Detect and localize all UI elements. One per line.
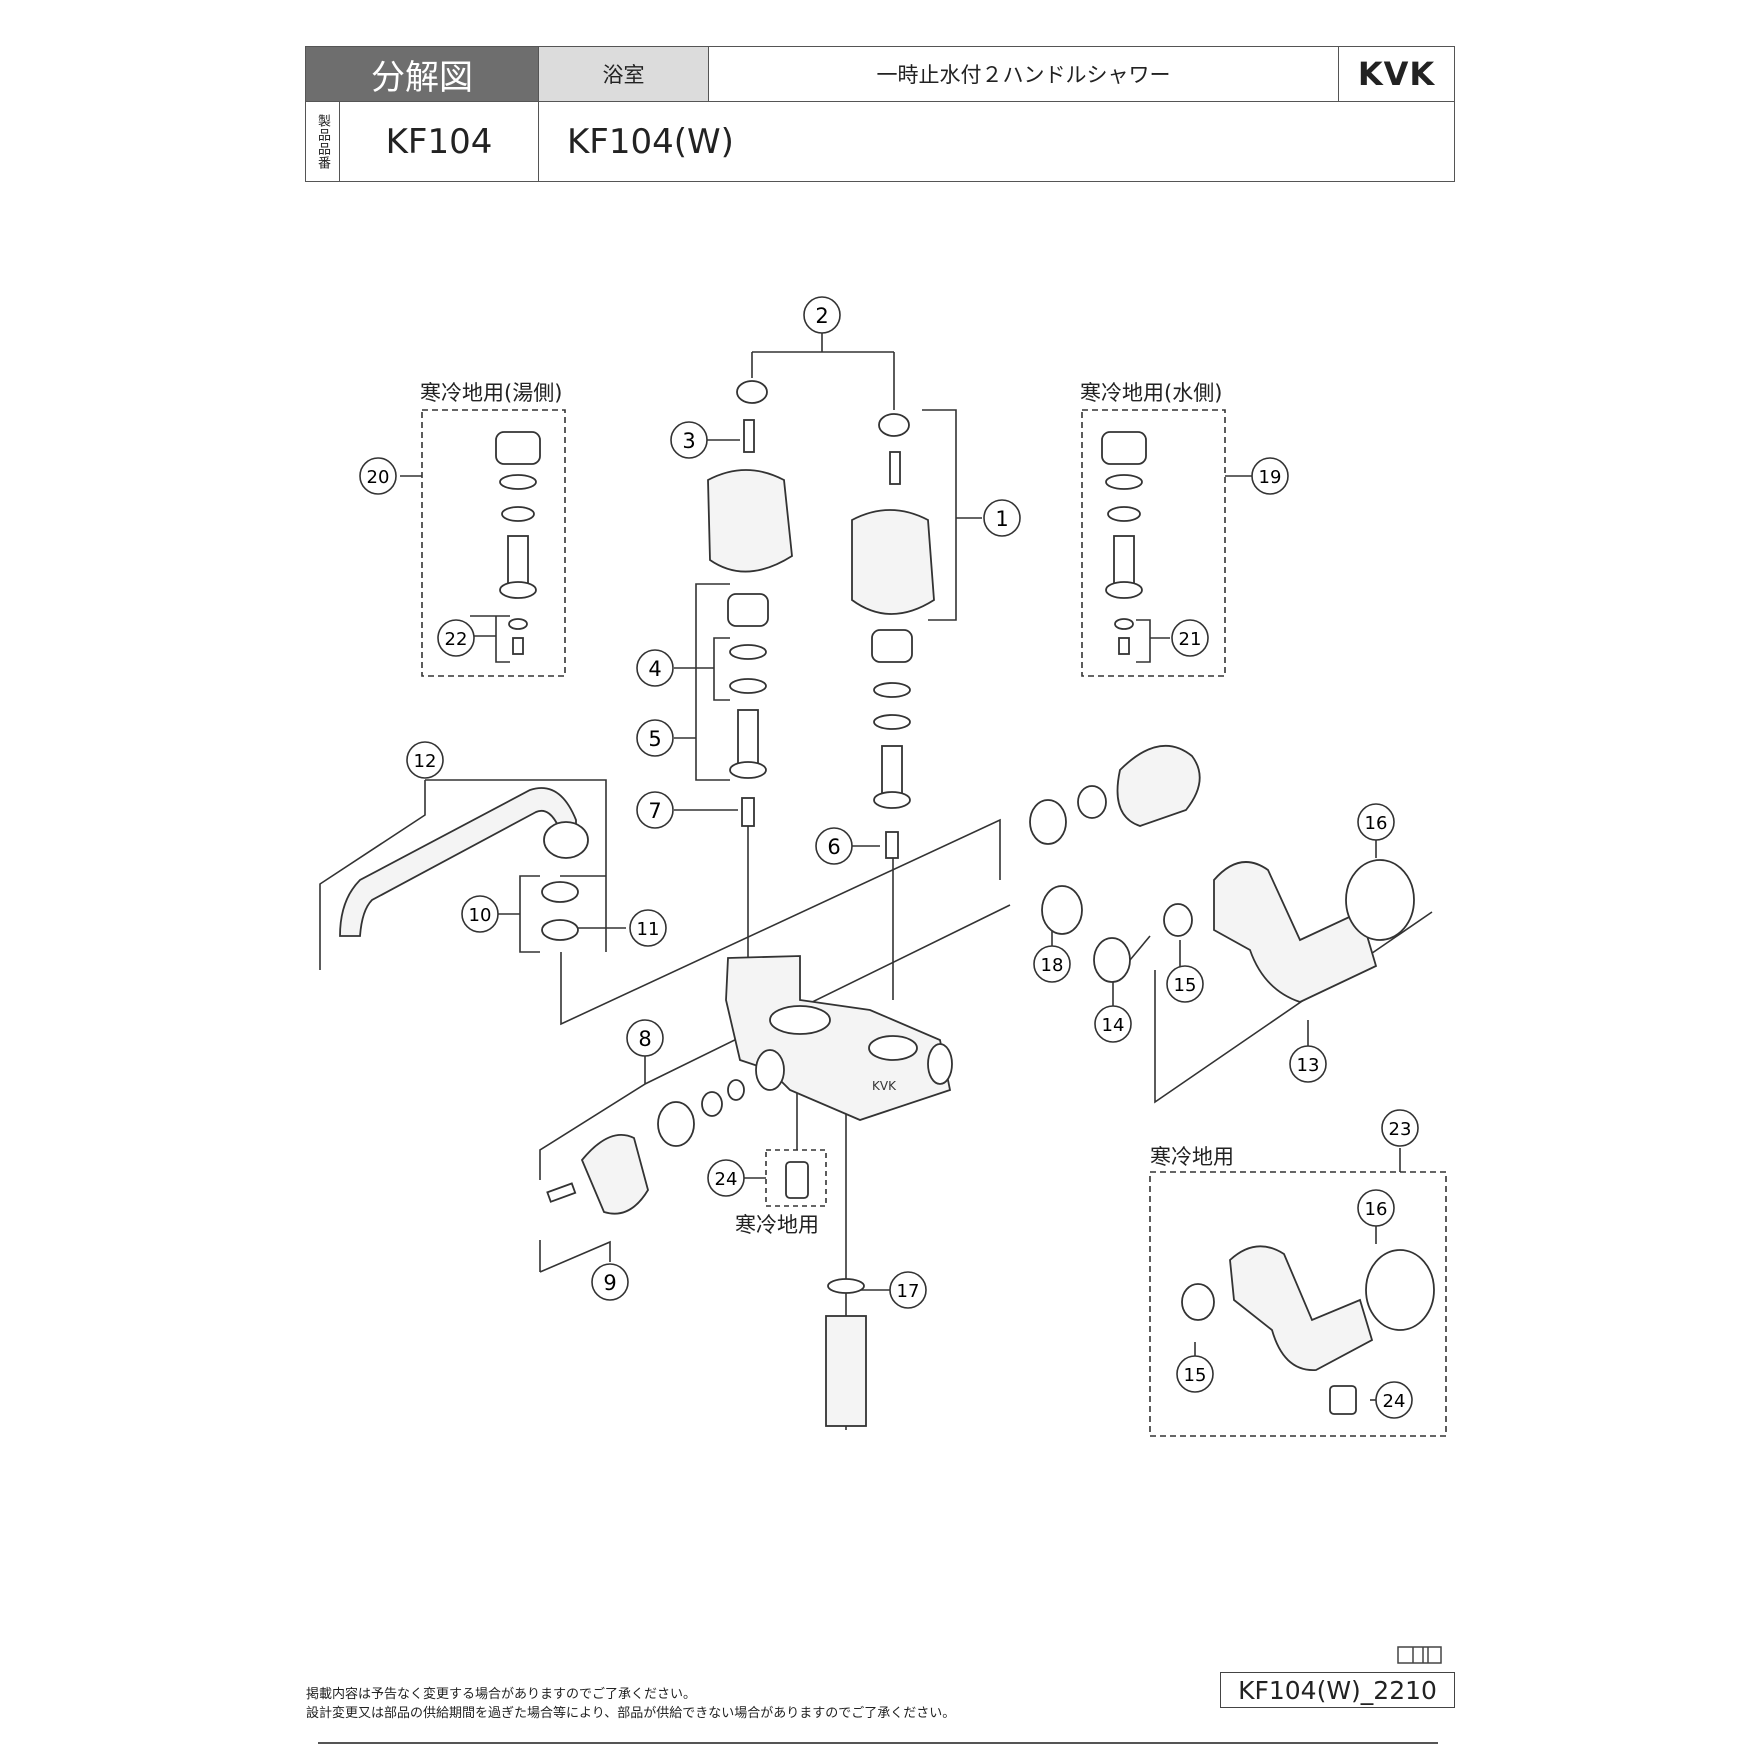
svg-text:7: 7 [648,799,661,823]
bottom-divider [318,1742,1438,1744]
callout-16a: 16 [1357,803,1395,841]
callout-5: 5 [636,719,674,757]
callout-10: 10 [461,895,499,933]
callout-24a: 24 [707,1159,745,1197]
svg-text:11: 11 [637,919,660,940]
svg-text:18: 18 [1041,955,1064,976]
model-number: KF104 [340,101,538,181]
header-table: 分解図 浴室 一時止水付２ハンドルシャワー KVK 製品品番 KF104 KF1… [305,46,1455,182]
brand-logo: KVK [1338,47,1454,101]
callouts: 1 2 3 4 5 6 7 8 9 10 11 12 13 14 15 15 1… [359,296,1419,1419]
svg-text:15: 15 [1184,1365,1207,1386]
svg-text:21: 21 [1179,629,1202,650]
svg-text:20: 20 [367,467,390,488]
caption-cold-water: 寒冷地用(水側) [1080,381,1222,405]
callout-22: 22 [437,619,475,657]
svg-text:1: 1 [995,507,1008,531]
doc-code-icon [1397,1646,1442,1664]
callout-13: 13 [1289,1045,1327,1083]
body-brand-mark: KVK [872,1079,897,1093]
svg-text:23: 23 [1389,1119,1412,1140]
callout-17: 17 [889,1271,927,1309]
svg-text:15: 15 [1174,975,1197,996]
captions: 寒冷地用(湯側) 寒冷地用(水側) 寒冷地用 寒冷地用 [420,381,1234,1237]
svg-text:17: 17 [897,1281,920,1302]
callout-12: 12 [406,741,444,779]
callout-1: 1 [983,499,1021,537]
svg-text:16: 16 [1365,813,1388,834]
document-code: KF104(W)_2210 [1220,1672,1455,1708]
caption-cold-center: 寒冷地用 [735,1213,819,1237]
callout-16b: 16 [1357,1189,1395,1227]
footer-note-2: 設計変更又は部品の供給期間を過ぎた場合等により、部品が供給できない場合があります… [306,1706,956,1721]
svg-text:4: 4 [648,657,661,681]
svg-text:2: 2 [815,304,828,328]
callout-11: 11 [629,909,667,947]
category-label: 浴室 [538,47,708,101]
caption-cold-hot: 寒冷地用(湯側) [420,381,562,405]
callout-4: 4 [636,649,674,687]
callout-2: 2 [803,296,841,334]
callout-15b: 15 [1176,1355,1214,1393]
footer-note-1: 掲載内容は予告なく変更する場合がありますのでご了承ください。 [306,1687,697,1702]
svg-text:9: 9 [603,1271,616,1295]
callout-15a: 15 [1166,965,1204,1003]
svg-text:13: 13 [1297,1055,1320,1076]
svg-text:10: 10 [469,905,492,926]
leader-lines [319,332,1447,1437]
callout-8: 8 [626,1019,664,1057]
callout-24b: 24 [1375,1381,1413,1419]
svg-text:8: 8 [638,1027,651,1051]
product-name: 一時止水付２ハンドルシャワー [708,47,1338,101]
svg-text:24: 24 [715,1169,738,1190]
caption-cold-right: 寒冷地用 [1150,1145,1234,1169]
callout-6: 6 [815,827,853,865]
product-number-label: 製品品番 [306,101,340,181]
svg-text:12: 12 [414,751,437,772]
svg-text:24: 24 [1383,1391,1406,1412]
page-title: 分解図 [306,47,538,101]
callout-21: 21 [1171,619,1209,657]
svg-text:6: 6 [827,835,840,859]
svg-text:16: 16 [1365,1199,1388,1220]
callout-19: 19 [1251,457,1289,495]
callout-20: 20 [359,457,397,495]
svg-text:14: 14 [1102,1015,1125,1036]
svg-text:5: 5 [648,727,661,751]
callout-3: 3 [670,421,708,459]
svg-text:3: 3 [682,429,695,453]
svg-text:22: 22 [445,629,468,650]
callout-18: 18 [1033,945,1071,983]
callout-23: 23 [1381,1109,1419,1147]
callout-9: 9 [591,1263,629,1301]
parts-artwork: KVK [339,380,1435,1427]
svg-text:19: 19 [1259,467,1282,488]
model-variants: KF104(W) [538,101,1454,181]
callout-14: 14 [1094,1005,1132,1043]
callout-7: 7 [636,791,674,829]
